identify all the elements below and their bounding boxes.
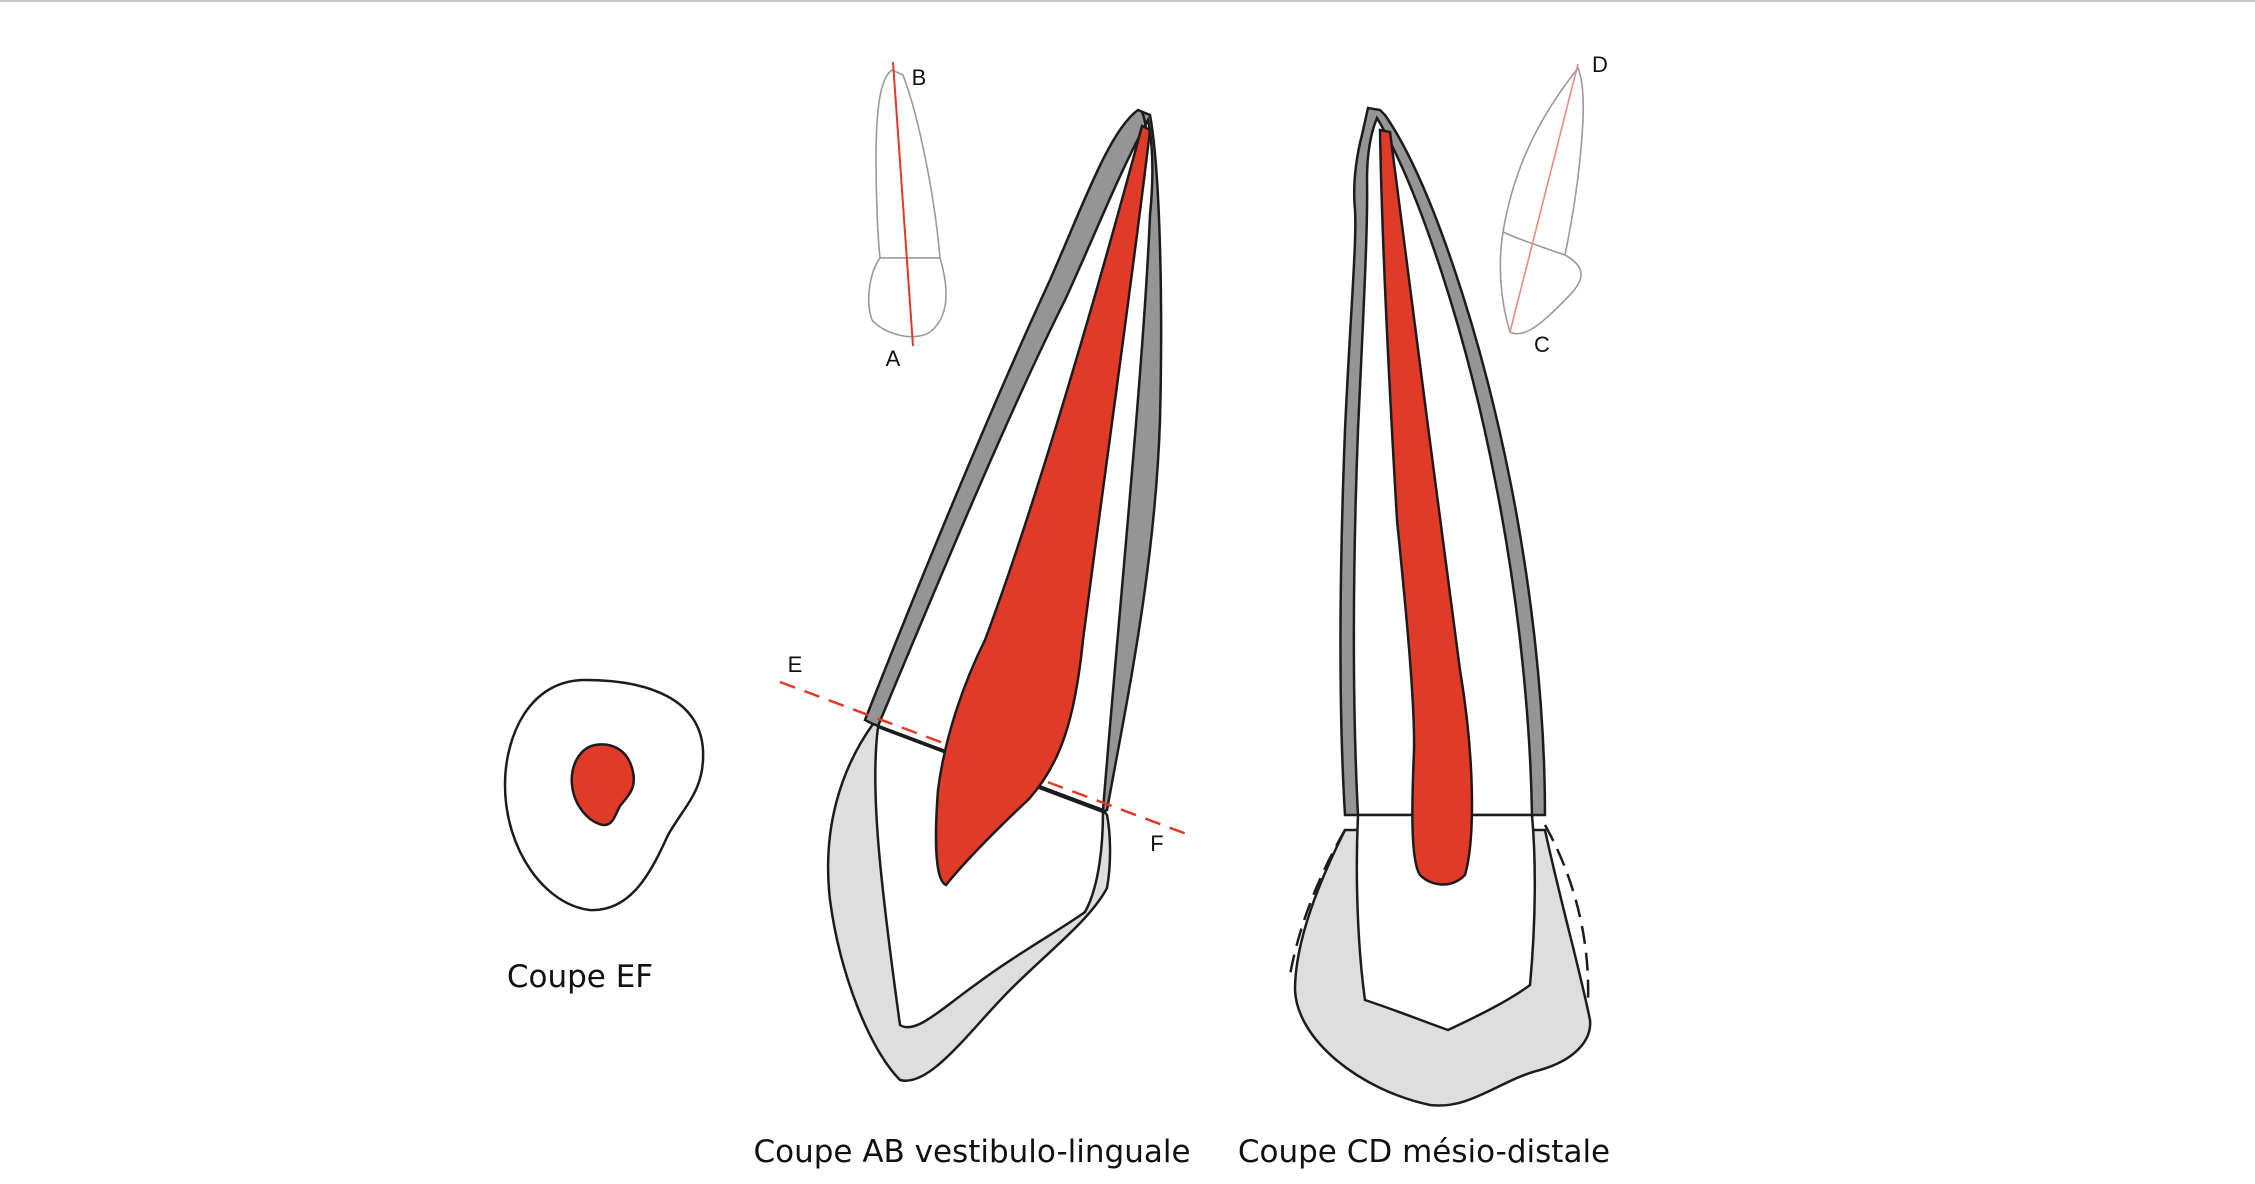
inset-tooth-cd: D C (1499, 52, 1608, 357)
section-ab-caption: Coupe AB vestibulo-linguale (753, 1134, 1190, 1170)
inset-ab-crown-outline (867, 257, 947, 338)
inset-ab-axis-line (892, 61, 914, 347)
section-ab-figure: E F Coupe AB vestibulo-linguale (753, 108, 1193, 1170)
section-cd-root-inner (1355, 813, 1537, 1032)
section-cd-dashed-outline-left (1288, 829, 1347, 976)
section-cd-figure: Coupe CD mésio-distale (1238, 106, 1610, 1170)
inset-cd-axis-line (1509, 63, 1579, 333)
section-cd-caption: Coupe CD mésio-distale (1238, 1134, 1610, 1170)
inset-tooth-ab: B A (867, 61, 947, 371)
section-ab-pulp (934, 124, 1152, 887)
section-line-ef (779, 680, 1193, 838)
point-e-label: E (788, 652, 803, 677)
point-c-label: C (1534, 332, 1550, 357)
top-border-line (0, 0, 2255, 2)
inset-cd-outline (1499, 66, 1585, 335)
section-cd-pulp (1378, 128, 1474, 886)
inset-ab-root-outline (875, 69, 941, 259)
point-a-label: A (886, 346, 901, 371)
point-f-label: F (1150, 831, 1163, 856)
section-ef-figure: Coupe EF (503, 678, 705, 995)
point-d-label: D (1592, 52, 1608, 77)
section-cd-dashed-outline-right (1543, 824, 1590, 1001)
section-ef-caption: Coupe EF (507, 959, 653, 995)
section-ef-pulp (570, 743, 636, 827)
section-ab-root-inner (873, 725, 1105, 1029)
point-b-label: B (912, 65, 927, 90)
